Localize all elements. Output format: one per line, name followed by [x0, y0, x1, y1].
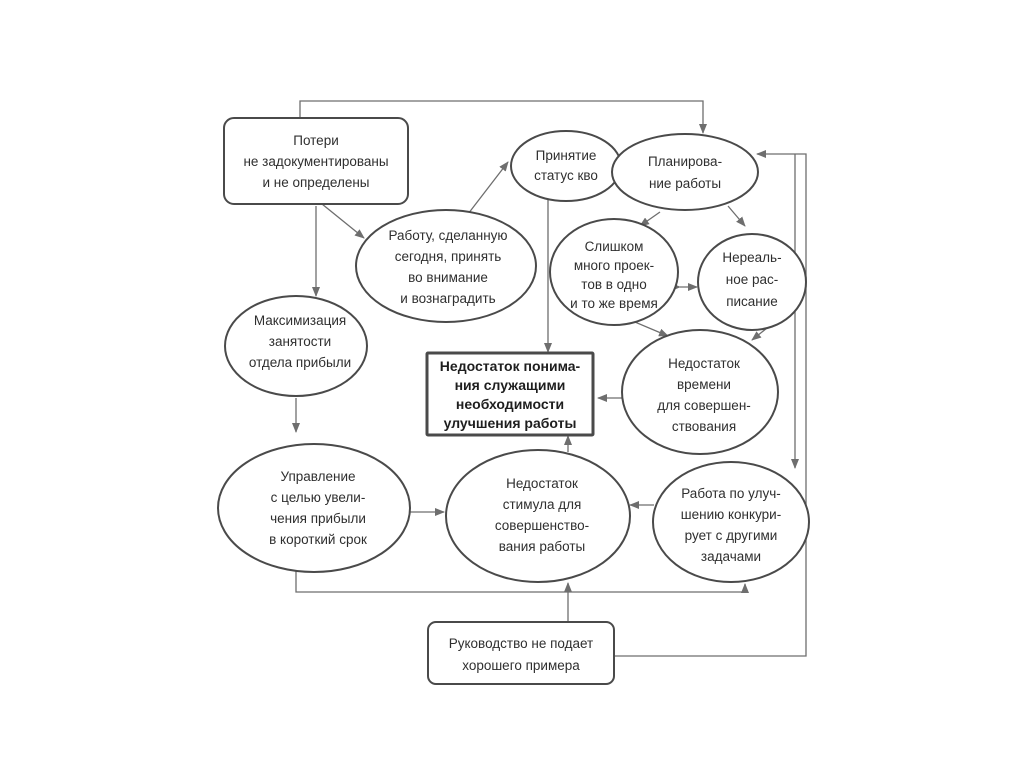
node-planning-line-2: ние работы	[649, 176, 721, 191]
node-management-line-2: хорошего примера	[462, 658, 580, 673]
node-too-many-line-1: Слишком	[585, 239, 644, 254]
node-competes: Работа по улуч- шению конкури- рует с др…	[652, 461, 810, 583]
node-reward-line-2: сегодня, принять	[395, 249, 502, 264]
node-management-line-1: Руководство не подает	[449, 636, 594, 651]
edge-losses-to-planning	[299, 100, 707, 134]
node-reward-line-1: Работу, сделанную	[388, 228, 507, 243]
node-losses-line-3: и не определены	[262, 175, 369, 190]
node-lack-stimulus-line-4: вания работы	[499, 539, 585, 554]
node-status-quo: Принятие статус кво	[510, 130, 622, 202]
node-reward-line-4: и вознаградить	[400, 291, 495, 306]
node-maximize-line-1: Максимизация	[254, 313, 346, 328]
node-unreal-line-3: писание	[726, 294, 778, 309]
node-losses-line-2: не задокументированы	[243, 154, 388, 169]
connectors	[292, 100, 807, 657]
node-status-quo-line-1: Принятие	[536, 148, 597, 163]
node-lack-time-line-2: времени	[677, 377, 731, 392]
node-reward: Работу, сделанную сегодня, принять во вн…	[355, 209, 537, 323]
node-lack-time-line-4: ствования	[672, 419, 736, 434]
node-lack-stimulus-line-3: совершенство-	[495, 518, 589, 533]
node-manage-profit: Управление с целью увели- чения прибыли …	[217, 443, 411, 573]
node-manage-profit-line-1: Управление	[280, 469, 355, 484]
node-manage-profit-line-2: с целью увели-	[271, 490, 366, 505]
node-planning: Планирова- ние работы	[611, 133, 759, 211]
edge-losses-to-reward	[321, 203, 365, 239]
node-lack-understanding-line-4: улучшения работы	[444, 415, 577, 431]
node-too-many-line-4: и то же время	[570, 296, 658, 311]
node-lack-time-line-3: для совершен-	[657, 398, 751, 413]
node-losses-line-1: Потери	[293, 133, 339, 148]
node-maximize: Максимизация занятости отдела прибыли	[224, 295, 368, 397]
node-competes-line-1: Работа по улуч-	[681, 486, 780, 501]
node-too-many-line-3: тов в одно	[581, 277, 646, 292]
edge-reward-to-status-quo	[467, 161, 509, 215]
node-lack-understanding-line-2: ния служащими	[455, 377, 566, 393]
edge-management-to-planning	[614, 150, 807, 657]
node-reward-line-3: во внимание	[408, 270, 488, 285]
node-maximize-line-2: занятости	[269, 334, 331, 349]
node-lack-time: Недостаток времени для совершен- ствован…	[621, 329, 779, 455]
node-competes-line-2: шению конкури-	[681, 507, 781, 522]
node-management: Руководство не подает хорошего примера	[427, 621, 615, 685]
node-too-many-projects: Слишком много проек- тов в одно и то же …	[549, 218, 679, 326]
node-planning-line-1: Планирова-	[648, 154, 722, 169]
node-status-quo-line-2: статус кво	[534, 168, 598, 183]
node-maximize-line-3: отдела прибыли	[249, 355, 351, 370]
edge-manage-to-competes	[295, 566, 749, 593]
node-unrealistic-schedule: Нереаль- ное рас- писание	[697, 233, 807, 331]
node-manage-profit-line-4: в короткий срок	[269, 532, 367, 547]
node-manage-profit-line-3: чения прибыли	[270, 511, 366, 526]
node-competes-line-4: задачами	[701, 549, 761, 564]
node-lack-understanding-line-1: Недостаток понима-	[440, 358, 581, 374]
node-lack-stimulus: Недостаток стимула для совершенство- ван…	[445, 449, 631, 583]
node-unreal-line-2: ное рас-	[726, 272, 778, 287]
node-unreal-line-1: Нереаль-	[722, 250, 781, 265]
node-lack-stimulus-line-2: стимула для	[503, 497, 582, 512]
node-lack-time-line-1: Недостаток	[668, 356, 740, 371]
node-lack-understanding: Недостаток понима- ния служащими необход…	[425, 351, 595, 437]
edge-planning-to-unreal	[727, 205, 746, 227]
node-too-many-line-2: много проек-	[574, 258, 654, 273]
node-lack-understanding-line-3: необходимости	[456, 396, 564, 412]
node-lack-stimulus-line-1: Недостаток	[506, 476, 578, 491]
node-losses: Потери не задокументированы и не определ…	[223, 117, 409, 205]
node-competes-line-3: рует с другими	[685, 528, 778, 543]
